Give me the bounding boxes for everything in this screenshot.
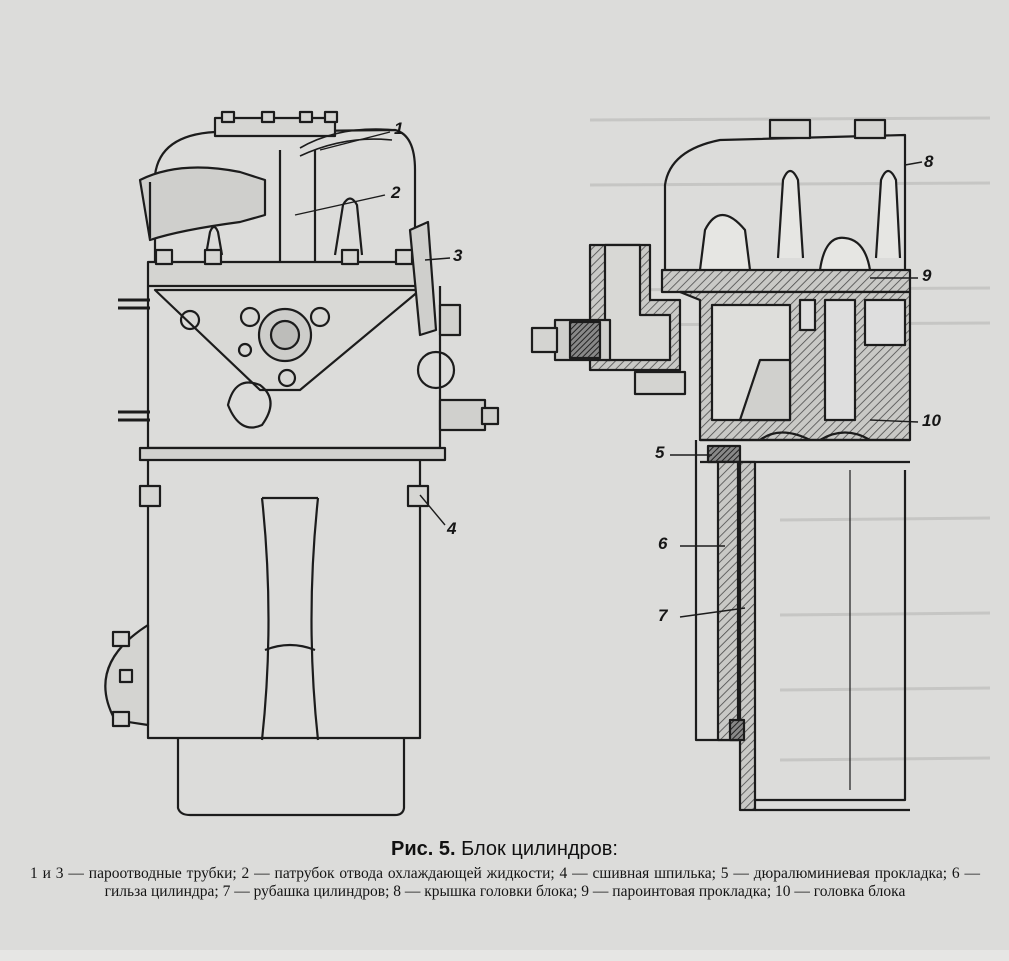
callout-1: 1 [394, 119, 404, 138]
callout-2: 2 [391, 183, 401, 202]
cylinder-block-drawing [104, 110, 991, 817]
figure-title: Блок цилиндров: [461, 838, 618, 860]
section-view [530, 118, 912, 812]
callout-4: 4 [447, 519, 457, 538]
callout-8: 8 [924, 152, 934, 171]
side-view [104, 110, 500, 817]
leader-lines [294, 131, 923, 618]
callout-3: 3 [453, 246, 463, 265]
callout-10: 10 [922, 411, 941, 430]
callout-5: 5 [655, 443, 665, 462]
figure-number: Рис. 5. [391, 838, 456, 860]
callout-7: 7 [658, 606, 668, 625]
callout-6: 6 [658, 534, 668, 553]
figure-legend: 1 и 3 — пароотводные трубки; 2 — патрубо… [30, 865, 980, 900]
page-edge [0, 950, 1009, 961]
callout-9: 9 [922, 266, 932, 285]
figure-caption: Рис. 5. Блок цилиндров: [0, 838, 1009, 861]
